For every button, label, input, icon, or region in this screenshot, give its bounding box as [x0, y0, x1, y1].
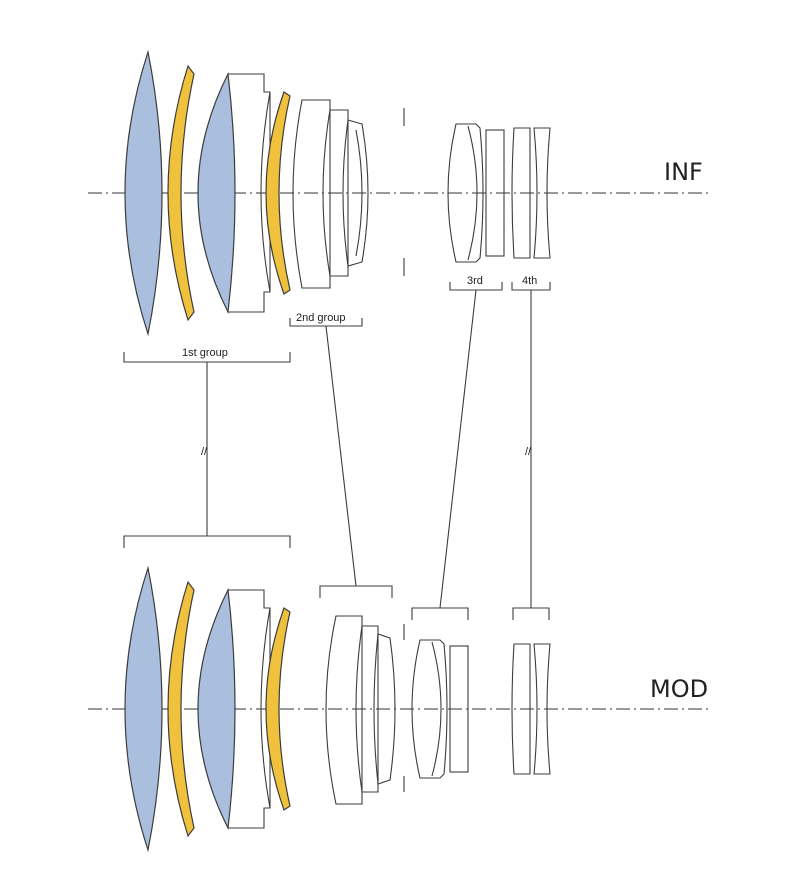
inf-lens-3-blue — [197, 71, 236, 315]
mod-lens-5-yellow — [265, 607, 291, 811]
mod-lens-1-blue — [124, 565, 163, 853]
mod-third-bracket — [411, 607, 469, 620]
inf-lens-10 — [485, 129, 505, 257]
inf-label: INF — [664, 158, 703, 186]
second-group-connector — [325, 325, 357, 587]
mod-lens-6 — [325, 615, 363, 805]
mod-lens-3-blue — [197, 587, 236, 831]
inf-second-label: 2nd group — [296, 312, 346, 324]
inf-lens-8 — [342, 119, 369, 267]
inf-lens-2-yellow — [167, 64, 195, 322]
inf-third-label: 3rd — [467, 275, 483, 287]
mod-lens-4-meniscus — [260, 607, 271, 809]
mod-lens-7 — [355, 625, 379, 793]
mod-lens-9 — [411, 639, 448, 779]
mod-lens-9-inner — [431, 641, 442, 777]
inf-lens-5-yellow — [265, 91, 291, 295]
inf-lens-8b — [355, 129, 363, 257]
mod-lens-8 — [373, 633, 396, 785]
inf-first-label: 1st group — [182, 347, 228, 359]
mod-second-group — [325, 615, 396, 805]
inf-lens-12 — [533, 127, 551, 259]
inf-lens-11 — [511, 127, 531, 259]
mod-lens-10 — [449, 645, 469, 773]
inf-lens-9 — [447, 123, 484, 263]
inf-lens-7 — [322, 109, 349, 277]
inf-configuration: INF — [88, 49, 710, 363]
mod-lens-12 — [533, 643, 551, 775]
mod-label: MOD — [650, 675, 708, 703]
inf-third-group — [447, 123, 505, 263]
mod-second-bracket — [319, 585, 393, 598]
mod-configuration: MOD — [88, 535, 710, 853]
inf-lens-6 — [292, 99, 331, 289]
first-break-mark: // — [201, 446, 208, 458]
inf-second-group — [292, 99, 369, 289]
inf-fourth-label: 4th — [522, 275, 537, 287]
mod-first-bracket — [123, 535, 291, 548]
inf-first-group — [124, 49, 291, 337]
mod-fourth-bracket — [512, 607, 550, 620]
mod-lens-11 — [511, 643, 531, 775]
third-group-connector — [439, 289, 477, 609]
fourth-break-mark: // — [525, 446, 532, 458]
inf-lens-9-inner — [467, 125, 478, 261]
mod-lens-2-yellow — [167, 580, 195, 838]
inf-fourth-group — [511, 127, 551, 259]
mod-first-group — [124, 565, 291, 853]
mod-fourth-group — [511, 643, 551, 775]
inf-lens-4-meniscus — [260, 91, 271, 293]
inf-lens-1-blue — [124, 49, 163, 337]
mod-third-group — [411, 639, 469, 779]
movement-connectors: // // — [201, 289, 532, 609]
